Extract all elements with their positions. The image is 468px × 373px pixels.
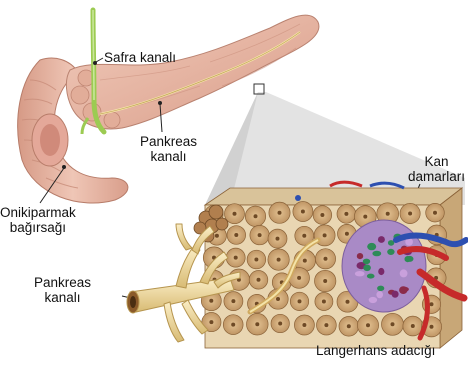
islet-cell xyxy=(378,236,385,243)
acinus-lumen xyxy=(346,300,350,304)
acinus-lumen xyxy=(386,212,390,216)
acinus-lumen xyxy=(231,299,235,303)
acinus-lumen xyxy=(302,323,306,327)
acinus-lumen xyxy=(254,214,258,218)
acinus-lumen xyxy=(322,300,326,304)
acinus-lumen xyxy=(278,322,282,326)
pankreas-kanali-bottom-line1: Pankreas xyxy=(34,275,91,290)
islet-cell xyxy=(355,271,365,276)
islet-cell xyxy=(367,243,376,250)
islet-cell xyxy=(387,249,394,255)
acinus-lumen xyxy=(303,259,307,263)
acinus-lumen xyxy=(257,278,261,282)
acinus-lumen xyxy=(302,234,306,238)
acinus-lumen xyxy=(345,232,349,236)
acinus-lumen xyxy=(408,212,412,216)
acinus-lumen xyxy=(430,325,434,329)
acinus-lumen xyxy=(324,257,328,261)
label-pankreas-kanali-top: Pankreas kanalı xyxy=(140,134,197,164)
acinus-lumen xyxy=(209,320,213,324)
acinus-lumen xyxy=(231,323,235,327)
islet-cell xyxy=(399,286,407,294)
islet-cell xyxy=(376,291,383,298)
islet-cell xyxy=(400,269,408,277)
pankreas-kanali-top-line1: Pankreas xyxy=(140,134,197,149)
acinus-lumen xyxy=(234,233,238,237)
acinus-lumen xyxy=(234,256,238,260)
onikiparmak-line2: bağırsağı xyxy=(0,220,76,235)
pankreas-kanali-bottom-line2: kanalı xyxy=(34,290,91,305)
tissue-block-top xyxy=(205,188,462,205)
islet-cell xyxy=(357,253,363,259)
acinus-lumen xyxy=(323,233,327,237)
islet-cell xyxy=(378,268,384,275)
acinus-lumen xyxy=(278,211,282,215)
safra-kanali-text: Safra kanalı xyxy=(104,50,176,65)
acinus-lumen xyxy=(391,322,395,326)
islet-cell xyxy=(372,251,381,257)
kan-damarlari-line1: Kan xyxy=(408,154,465,169)
acinus-lumen xyxy=(347,324,351,328)
label-kan-damarlari: Kan damarları xyxy=(408,154,465,184)
label-langerhans-adacigi: Langerhans adacığı xyxy=(316,343,435,358)
acinus-lumen xyxy=(276,237,280,241)
acinus-lumen xyxy=(324,323,328,327)
acinus-lumen xyxy=(298,299,302,303)
langerhans-adacigi-text: Langerhans adacığı xyxy=(316,343,435,358)
label-pankreas-kanali-bottom: Pankreas kanalı xyxy=(34,275,91,305)
pankreas-kanali-top-line2: kanalı xyxy=(140,149,197,164)
islet-cell xyxy=(367,274,375,279)
islet-cell xyxy=(369,297,377,303)
kan-damarlari-line2: damarları xyxy=(408,169,465,184)
label-onikiparmak-bagirsagi: Onikiparmak bağırsağı xyxy=(0,205,76,235)
acinus-lumen xyxy=(344,212,348,216)
acinus-lumen xyxy=(323,279,327,283)
islet-cell xyxy=(392,291,399,298)
acinus-lumen xyxy=(366,323,370,327)
onikiparmak-line1: Onikiparmak xyxy=(0,205,76,220)
acinus-lumen xyxy=(276,297,280,301)
islet-cell xyxy=(406,256,413,262)
label-safra-kanali: Safra kanalı xyxy=(104,50,176,65)
acinus-lumen xyxy=(254,258,258,262)
islet-cell xyxy=(363,265,371,272)
islet-cell xyxy=(363,259,370,265)
acinus-lumen xyxy=(320,213,324,217)
acinus-lumen xyxy=(233,212,237,216)
acinus-lumen xyxy=(255,322,259,326)
islet-cell xyxy=(377,286,384,291)
acinus-lumen xyxy=(433,211,437,215)
acinus-lumen xyxy=(301,210,305,214)
acinus-lumen xyxy=(258,233,262,237)
acinus-lumen xyxy=(363,215,367,219)
acinus-lumen xyxy=(297,276,301,280)
acinus-lumen xyxy=(215,234,219,238)
acinus-lumen xyxy=(411,324,415,328)
acinus-lumen xyxy=(277,258,281,262)
acinus-lumen xyxy=(209,299,213,303)
